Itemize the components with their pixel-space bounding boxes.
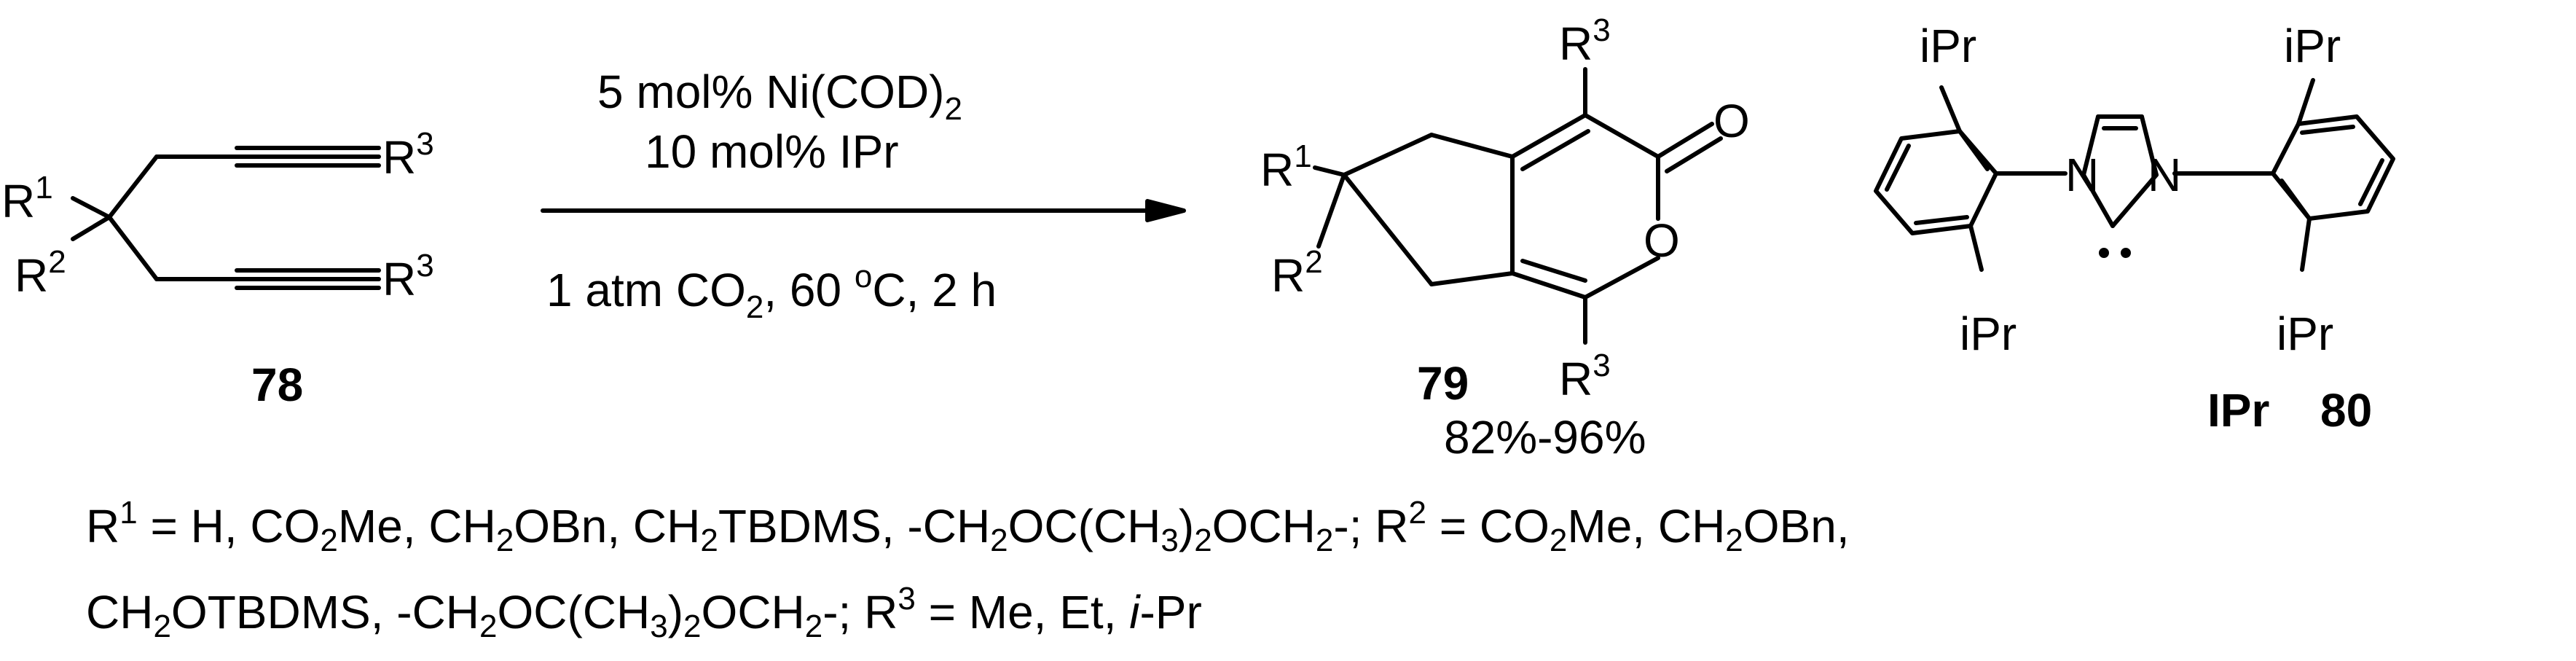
compound-number-80: 80 [2320,384,2372,437]
substituent-definitions-line-2: CH2OTBDMS, -CH2OC(CH3)2OCH2-; R3 = Me, E… [86,581,1202,644]
diyne-78-skeleton [71,146,381,290]
ipr-bottom-left-label: iPr [1960,308,2017,360]
carbene-lone-pair-dot [2121,248,2131,258]
ipr-bottom-right-label: iPr [2277,308,2333,360]
diyne-r2-label: R2 [15,244,66,302]
diyne-r3-top-label: R3 [382,126,434,184]
ligand-loading-label: 10 mol% IPr [645,125,899,178]
ipr-top-left-label: iPr [1920,20,1976,72]
substituent-definitions-line-1: R1 = H, CO2Me, CH2OBn, CH2TBDMS, -CH2OC(… [86,495,1850,558]
pyrone-r3-bottom-label: R3 [1559,348,1611,405]
compound-number-78: 78 [251,359,303,411]
conditions-label: 1 atm CO2, 60 oC, 2 h [546,259,997,325]
catalyst-label: 5 mol% Ni(COD)2 [597,66,962,127]
pyrone-79-skeleton [1313,67,1723,345]
pyrone-r1-label: R1 [1260,138,1312,196]
ipr-top-right-label: iPr [2284,20,2341,72]
diyne-r3-bottom-label: R3 [382,248,434,305]
pyrone-r3-top-label: R3 [1559,12,1611,70]
compound-number-79: 79 [1417,357,1469,410]
pyrone-ring-o-label: O [1644,214,1680,267]
pyrone-carbonyl-o-label: O [1713,95,1750,147]
yield-label: 82%-96% [1444,411,1646,464]
ligand-name-label: IPr [2207,384,2269,437]
diyne-r1-label: R1 [1,170,53,227]
carbene-lone-pair-dot [2099,248,2109,258]
ipr-n-left-label: N [2065,149,2099,201]
ipr-80-skeleton [1874,78,2395,272]
reaction-arrow [541,199,1186,222]
pyrone-r2-label: R2 [1271,244,1323,302]
ipr-n-right-label: N [2148,149,2181,201]
